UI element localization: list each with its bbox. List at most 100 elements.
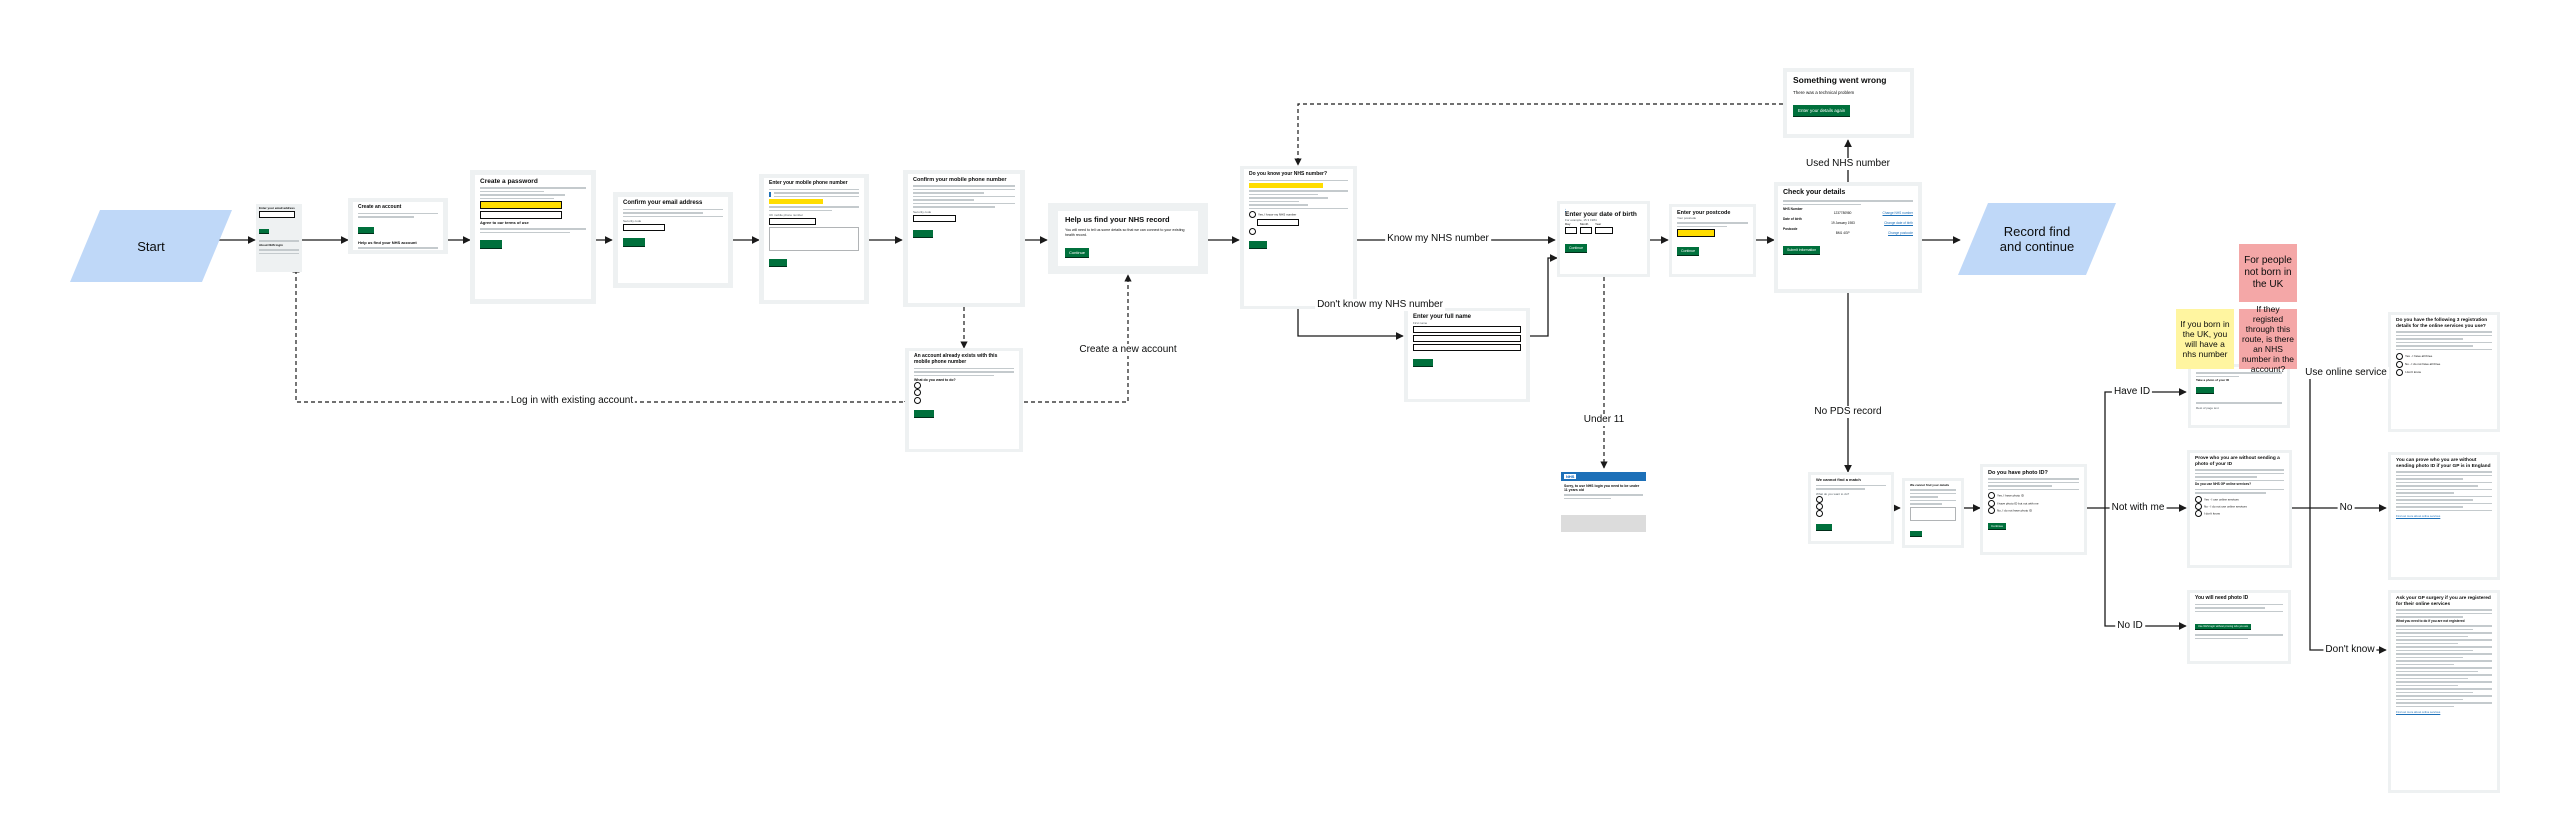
- continue-button[interactable]: [259, 229, 269, 234]
- postcode-field[interactable]: [1677, 229, 1715, 238]
- text-line: [2195, 603, 2283, 606]
- continue-button[interactable]: [914, 409, 934, 417]
- submit-button[interactable]: Submit information: [1783, 246, 1821, 255]
- middle-name-field[interactable]: [1413, 334, 1521, 342]
- radio-label: No - I do not have all three: [2405, 362, 2441, 367]
- radio-option[interactable]: [914, 382, 1014, 390]
- change-nhs-link[interactable]: Change NHS number: [1882, 211, 1913, 216]
- text-line: [914, 367, 1014, 369]
- continue-button[interactable]: [623, 238, 645, 247]
- confirm-password-field[interactable]: [480, 211, 562, 220]
- continue-button[interactable]: [1413, 358, 1433, 366]
- radio-option[interactable]: [1816, 495, 1886, 503]
- edge-use-online: [2309, 368, 2387, 508]
- screen-card: Confirm your mobile phone number Securit…: [908, 174, 1020, 303]
- continue-button[interactable]: [913, 229, 933, 237]
- year-field[interactable]: [1595, 227, 1613, 235]
- continue-button[interactable]: [480, 240, 502, 249]
- month-field[interactable]: [1580, 227, 1592, 235]
- radio-icon[interactable]: [2195, 495, 2202, 503]
- radio-yes[interactable]: Yes - I have all three: [2396, 352, 2492, 360]
- radio-icon[interactable]: [1816, 509, 1823, 517]
- radio-icon[interactable]: [2195, 503, 2202, 510]
- text-line: [2195, 488, 2284, 491]
- continue-button[interactable]: [358, 226, 374, 233]
- highlight-text: [769, 199, 823, 205]
- text-line: [358, 247, 438, 249]
- nhs-number-field[interactable]: [1257, 219, 1299, 227]
- text-line: [2396, 705, 2454, 708]
- radio-icon[interactable]: [2396, 352, 2403, 360]
- screen-confirm-email: Confirm your email address Security code: [613, 192, 733, 288]
- mobile-field[interactable]: [769, 218, 816, 226]
- radio-icon[interactable]: [2396, 360, 2403, 368]
- radio-no[interactable]: No - I do not have all three: [2396, 360, 2492, 368]
- radio-no[interactable]: No - I do not use online services: [2195, 503, 2284, 510]
- radio-yes[interactable]: Yes, I know my NHS number: [1249, 211, 1348, 219]
- day-field[interactable]: [1565, 227, 1577, 235]
- continue-button[interactable]: [1816, 523, 1832, 530]
- security-code-field[interactable]: [623, 224, 665, 232]
- change-postcode-link[interactable]: Change postcode: [1888, 231, 1913, 236]
- radio-icon[interactable]: [914, 382, 921, 390]
- retry-button[interactable]: Enter your details again: [1793, 105, 1851, 117]
- first-name-field[interactable]: [1413, 325, 1521, 333]
- continue-button[interactable]: Continue: [1065, 247, 1090, 257]
- radio-icon[interactable]: [1988, 492, 1995, 500]
- security-code-field[interactable]: [913, 214, 956, 222]
- radio-icon[interactable]: [1816, 495, 1823, 503]
- radio-icon[interactable]: [2396, 368, 2403, 376]
- radio-option[interactable]: [914, 389, 1014, 397]
- radio-label: I have photo ID but not with me: [1997, 500, 2039, 505]
- continue-button[interactable]: Continue: [1677, 247, 1700, 256]
- change-dob-link[interactable]: Change date of birth: [1884, 221, 1913, 226]
- email-field[interactable]: [259, 211, 295, 219]
- continue-button[interactable]: Continue: [1988, 523, 2007, 530]
- password-field[interactable]: [480, 201, 562, 210]
- online-services-link[interactable]: Find out more about online services: [2396, 514, 2441, 519]
- back-link[interactable]: ‹: [1565, 207, 1566, 211]
- continue-button[interactable]: [769, 259, 787, 267]
- screen-title: Do you have photo ID?: [1988, 470, 2048, 476]
- use-without-proving-button[interactable]: Use NHS login without proving who you ar…: [2195, 624, 2252, 630]
- text-line: [480, 194, 565, 196]
- continue-button[interactable]: [1910, 530, 1922, 536]
- text-line: [2396, 478, 2464, 480]
- continue-button[interactable]: [1249, 241, 1267, 249]
- last-name-field[interactable]: [1413, 343, 1521, 351]
- radio-icon[interactable]: [1816, 502, 1823, 510]
- online-services-link[interactable]: Find out more about online services: [2396, 710, 2441, 715]
- text-line: [2396, 334, 2492, 337]
- radio-option[interactable]: [1816, 509, 1886, 517]
- radio-icon[interactable]: [1249, 211, 1256, 219]
- message-area: Sorry, to use NHS login you need to be u…: [1561, 481, 1646, 515]
- radio-option[interactable]: [1816, 502, 1886, 510]
- text-line: [2396, 684, 2459, 687]
- continue-button[interactable]: Continue: [1565, 244, 1588, 253]
- text-line: [774, 195, 859, 198]
- radio-icon[interactable]: [1988, 506, 1995, 514]
- radio-yes[interactable]: Yes - I use online services: [2195, 495, 2284, 503]
- radio-yes[interactable]: Yes, I have photo ID: [1988, 492, 2079, 500]
- radio-not-with-me[interactable]: I have photo ID but not with me: [1988, 499, 2079, 507]
- divider: [259, 240, 299, 242]
- section-heading: What you need to do if you are not regis…: [2396, 618, 2465, 623]
- radio-icon[interactable]: [914, 389, 921, 397]
- radio-icon[interactable]: [2195, 510, 2202, 518]
- continue-button[interactable]: [2196, 387, 2214, 394]
- radio-no[interactable]: No, I do not have photo ID: [1988, 506, 2079, 514]
- sticky-registered-route: If they registed through this route, is …: [2239, 304, 2297, 374]
- screen-card: Help us find your NHS record You will ne…: [1058, 211, 1198, 266]
- radio-icon[interactable]: [1988, 499, 1995, 507]
- screen-title: You will need photo ID: [2195, 595, 2249, 601]
- radio-icon[interactable]: [914, 396, 921, 404]
- radio-no[interactable]: [1249, 228, 1348, 236]
- radio-icon[interactable]: [1249, 228, 1256, 236]
- row-value: 1237780980: [1833, 211, 1852, 216]
- radio-dont-know[interactable]: I don't know: [2396, 368, 2492, 376]
- field-label: Your postcode: [1677, 216, 1697, 221]
- radio-option[interactable]: [914, 396, 1014, 404]
- text-line: [1910, 503, 1943, 505]
- radio-dont-know[interactable]: I don't know: [2195, 510, 2284, 518]
